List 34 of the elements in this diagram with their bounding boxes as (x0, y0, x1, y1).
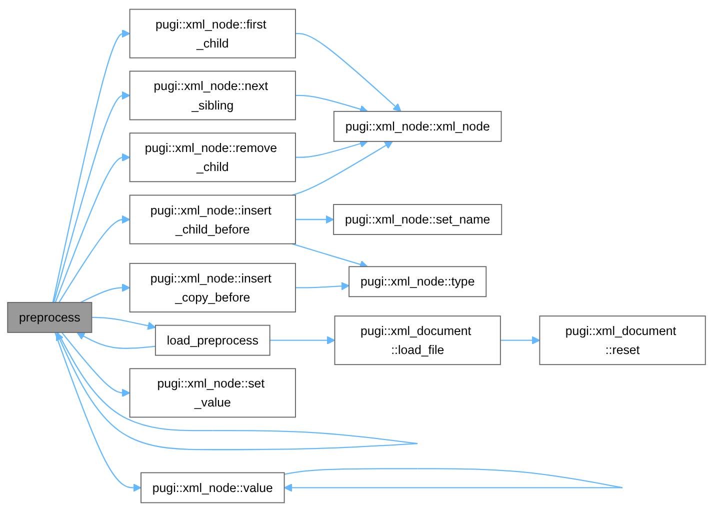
node-box: pugi::xml_node::first _child (129, 8, 296, 58)
node-box: preprocess (7, 302, 92, 333)
arrow (295, 282, 350, 290)
arrow (500, 336, 540, 344)
arrow (56, 332, 418, 450)
arrow (295, 33, 402, 112)
node-box: load_preprocess (154, 324, 270, 356)
arrow (54, 153, 130, 303)
arrow (284, 468, 623, 492)
arrow (53, 91, 130, 303)
arrow (58, 215, 130, 303)
node-box: pugi::xml_node::xml_node (333, 110, 502, 142)
node-box: pugi::xml_node::value (140, 472, 285, 504)
arrow (292, 243, 368, 268)
node-box: pugi::xml_node::type (348, 266, 487, 298)
node-box: pugi::xml_node::set _value (129, 368, 296, 418)
arrow (295, 215, 334, 224)
node-box: pugi::xml_node::insert _child_before (129, 194, 296, 244)
arrow (76, 332, 156, 349)
node-box: pugi::xml_node::insert _copy_before (129, 262, 296, 312)
arrow (92, 316, 156, 330)
arrow (80, 284, 130, 303)
node-box: pugi::xml_node::remove _child (129, 132, 296, 182)
node-box: pugi::xml_node::next _sibling (129, 70, 296, 120)
arrow (54, 332, 142, 492)
node-box: pugi::xml_document ::reset (539, 316, 706, 366)
arrow (295, 94, 368, 114)
arrow (292, 141, 393, 196)
node-box: pugi::xml_document ::load_file (334, 316, 501, 366)
node-box: pugi::xml_node::set_name (333, 204, 502, 235)
arrow (52, 29, 130, 303)
arrow (61, 332, 130, 398)
arrow (270, 336, 336, 344)
arrow (295, 140, 368, 158)
